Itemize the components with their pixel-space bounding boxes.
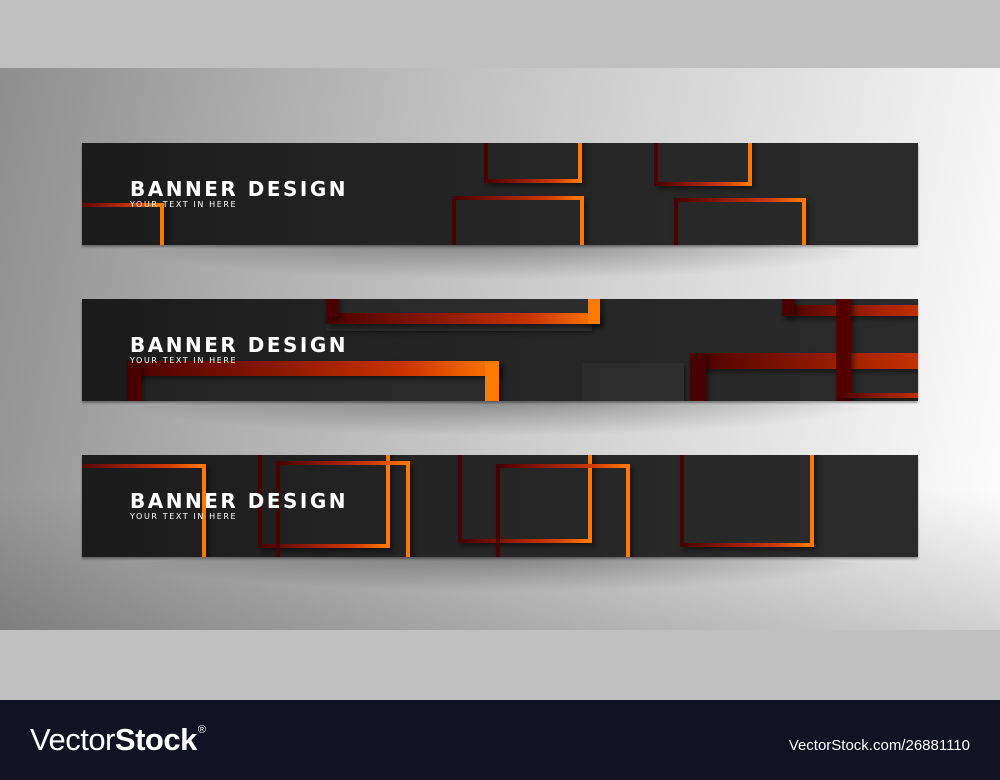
banner-shadow	[100, 240, 900, 280]
bar-decoration	[782, 299, 794, 316]
frame-decoration	[680, 455, 814, 547]
bar-decoration	[326, 313, 600, 324]
banner-1: BANNER DESIGN YOUR TEXT IN HERE	[82, 143, 918, 245]
frame-decoration	[674, 198, 806, 245]
bar-decoration	[690, 353, 706, 401]
bar-decoration	[485, 361, 499, 401]
banner-3: BANNER DESIGN YOUR TEXT IN HERE	[82, 455, 918, 557]
watermark-footer: VectorStock® VectorStock.com/26881110	[0, 700, 1000, 780]
banner-shadow	[100, 396, 900, 436]
banner-subtitle: YOUR TEXT IN HERE	[130, 356, 238, 365]
banner-title: BANNER DESIGN	[130, 489, 348, 513]
bar-decoration	[127, 361, 141, 401]
banner-title: BANNER DESIGN	[130, 333, 348, 357]
frame-decoration	[654, 143, 752, 186]
bar-decoration	[690, 353, 918, 369]
image-reference: VectorStock.com/26881110	[788, 737, 970, 754]
bar-decoration	[836, 299, 851, 401]
banner-title: BANNER DESIGN	[130, 177, 348, 201]
frame-decoration	[82, 464, 206, 557]
bar-decoration	[127, 361, 499, 376]
banner-shadow	[100, 552, 900, 592]
vectorstock-logo: VectorStock®	[30, 722, 206, 758]
panel-decoration	[582, 363, 684, 401]
logo-bold-text: Stock	[114, 722, 197, 757]
banner-subtitle: YOUR TEXT IN HERE	[130, 200, 238, 209]
banner-subtitle: YOUR TEXT IN HERE	[130, 512, 238, 521]
banner-2: BANNER DESIGN YOUR TEXT IN HERE	[82, 299, 918, 401]
panel-decoration	[136, 374, 486, 401]
frame-decoration	[276, 461, 410, 557]
bar-decoration	[326, 299, 338, 317]
frame-decoration	[82, 203, 164, 245]
bar-decoration	[836, 393, 918, 398]
frame-decoration	[496, 464, 630, 557]
registered-mark: ®	[197, 724, 206, 736]
bar-decoration	[588, 299, 600, 324]
frame-decoration	[484, 143, 582, 183]
logo-light-text: Vector	[30, 722, 115, 757]
frame-decoration	[452, 196, 584, 245]
